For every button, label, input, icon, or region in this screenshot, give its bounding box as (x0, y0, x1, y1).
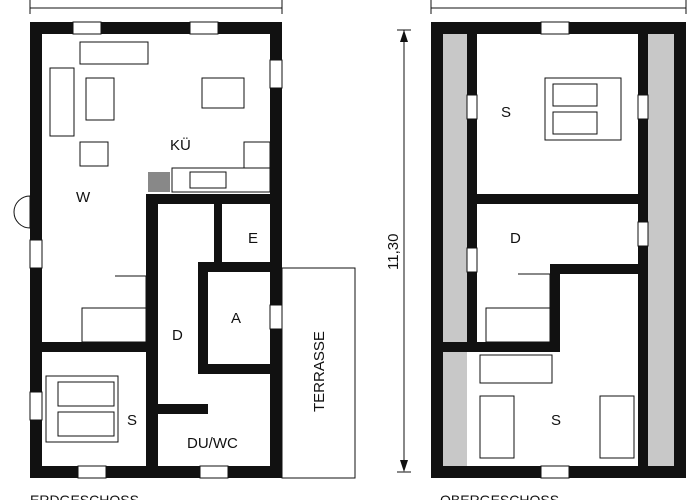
upper-floor-caption: OBERGESCHOSS (440, 492, 559, 500)
room-label-living: W (76, 189, 91, 206)
room-label-hall: D (172, 327, 183, 344)
room-label-bedroom-bottom: S (551, 412, 561, 429)
room-label-kitchen: KÜ (170, 136, 191, 154)
room-label-bedroom: S (127, 412, 137, 429)
terrace (281, 267, 356, 479)
room-label-hall-upper: D (510, 230, 521, 247)
room-label-terrace: TERRASSE (311, 331, 328, 412)
stove-hatch (148, 172, 170, 192)
upper-floor-plan: S D S (431, 21, 686, 479)
room-label-storage: A (231, 310, 241, 327)
room-label-entry: E (248, 230, 258, 247)
top-dimension-lines (29, 0, 687, 473)
ground-floor-plan: W KÜ E A D S DU/WC TERRASSE (13, 21, 356, 479)
height-dimension-label: 11,30 (385, 234, 402, 270)
room-label-bedroom-top: S (501, 104, 511, 121)
ground-floor-caption: ERDGESCHOSS (30, 492, 139, 500)
room-label-bath: DU/WC (187, 435, 238, 452)
